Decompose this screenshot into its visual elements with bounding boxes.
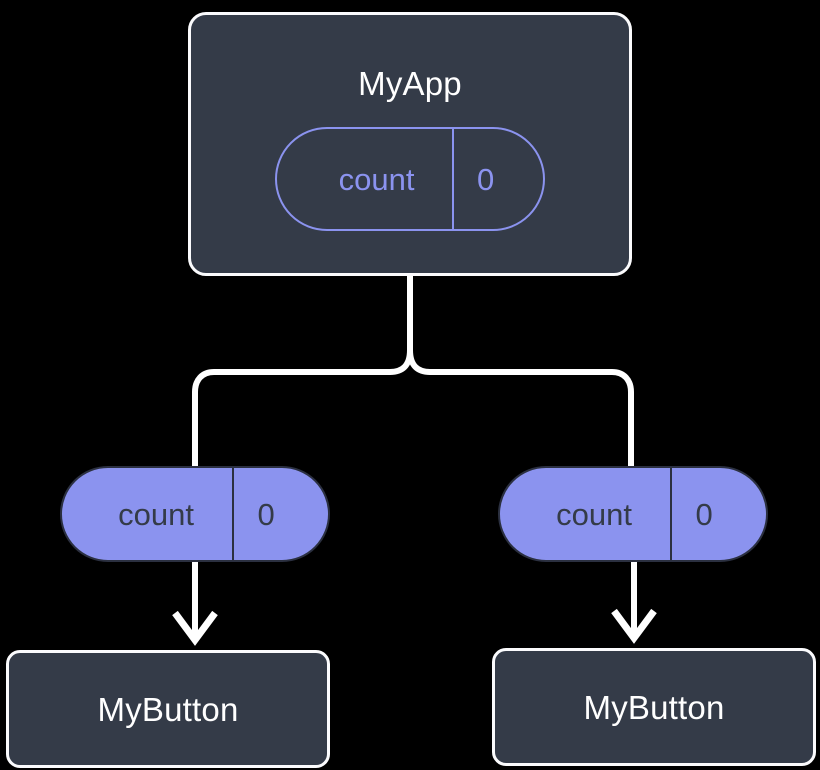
state-pill-myapp-count[interactable]: count 0 <box>275 127 545 231</box>
prop-pill-value: 0 <box>257 496 275 532</box>
state-pill-value: 0 <box>476 161 495 197</box>
component-title-myapp: MyApp <box>358 65 462 102</box>
prop-pill-left-count[interactable]: count 0 <box>60 466 330 562</box>
component-title-mybutton-right: MyButton <box>583 688 725 726</box>
prop-pill-key: count <box>62 468 235 560</box>
fork-branch-right <box>407 349 634 466</box>
prop-pill-value: 0 <box>695 496 713 532</box>
component-card-mybutton-left[interactable]: MyButton <box>6 650 330 768</box>
prop-pill-right-count[interactable]: count 0 <box>498 466 768 562</box>
component-title-mybutton-left: MyButton <box>97 690 239 728</box>
state-pill-key: count <box>277 129 455 229</box>
prop-arrow-left-head <box>172 610 218 646</box>
prop-pill-key: count <box>500 468 673 560</box>
fork-branch-left <box>192 349 413 466</box>
component-card-mybutton-right[interactable]: MyButton <box>492 648 816 766</box>
prop-arrow-right-head <box>611 608 657 644</box>
